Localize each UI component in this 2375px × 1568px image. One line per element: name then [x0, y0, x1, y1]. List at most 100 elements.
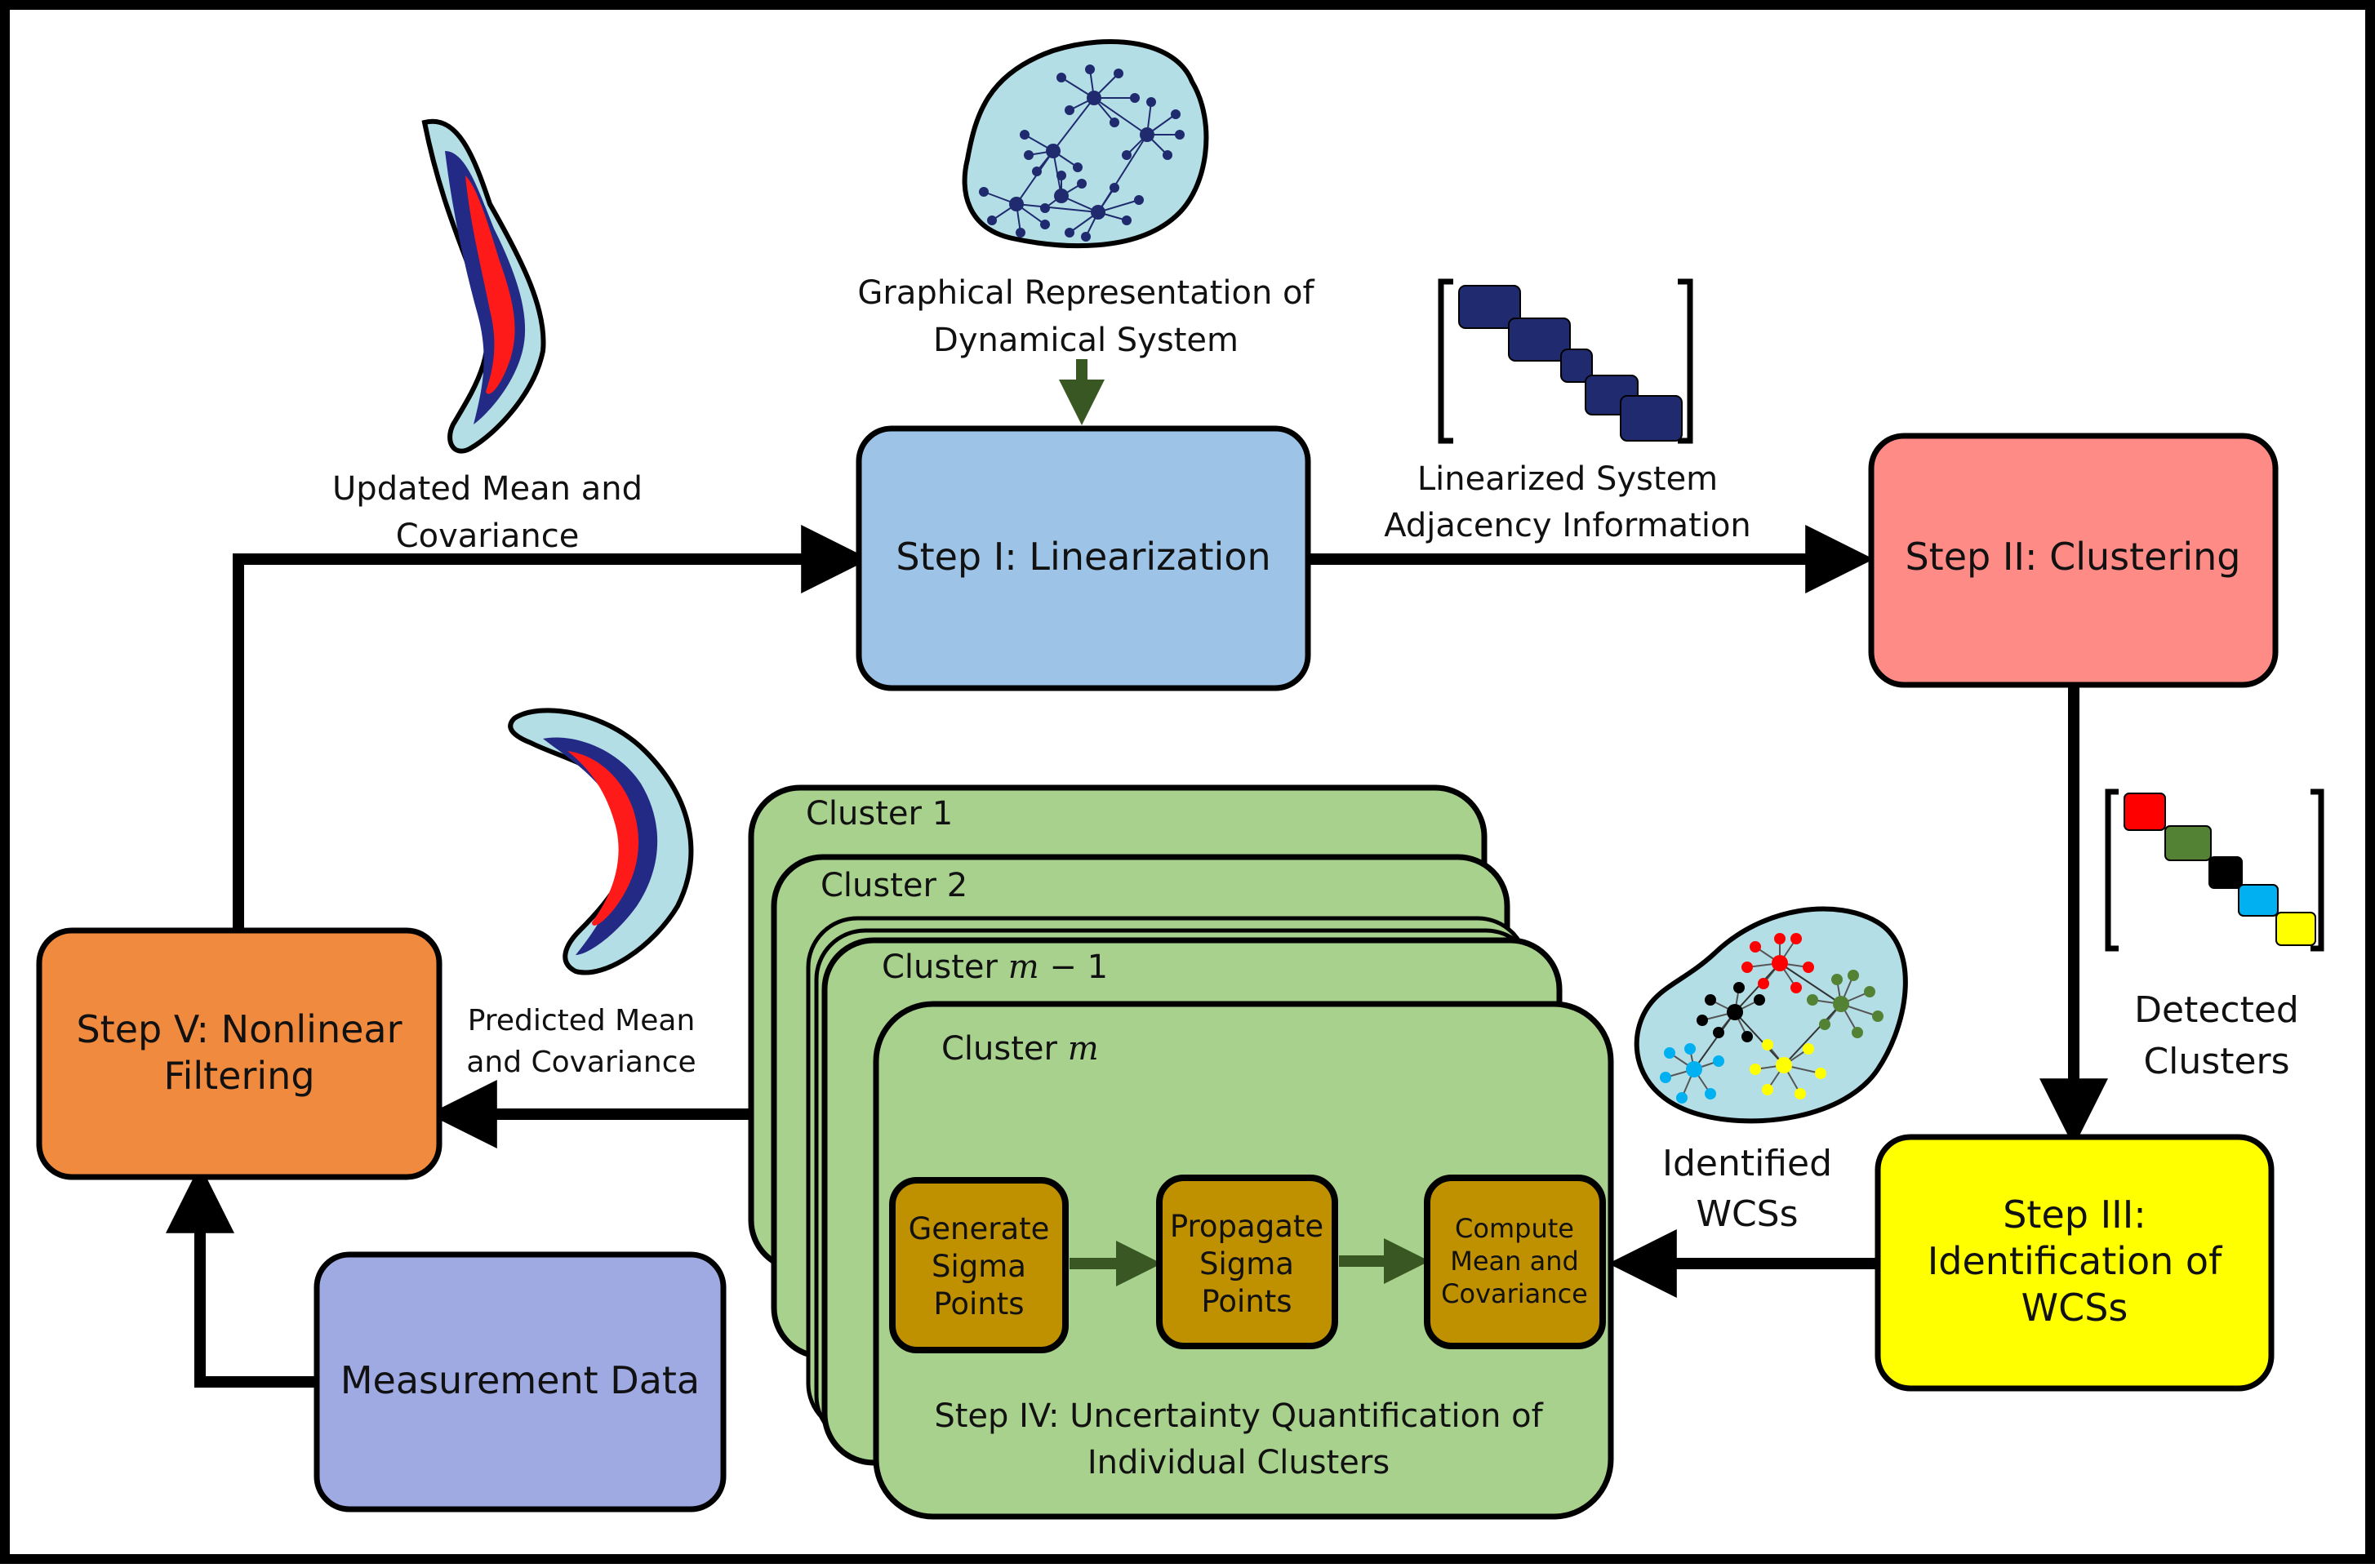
- graph-node: [1040, 203, 1050, 213]
- propagate-sigma-block[interactable]: Propagate Sigma Points: [1156, 1175, 1338, 1349]
- cluster-m-label: Cluster m: [941, 1030, 1099, 1068]
- cluster-node: [1750, 941, 1761, 953]
- identified-line2: WCSs: [1696, 1193, 1798, 1235]
- cluster-node: [1697, 1015, 1708, 1026]
- cluster-node: [1762, 1084, 1773, 1095]
- graph-node: [1077, 179, 1087, 189]
- graph-node: [1122, 150, 1132, 160]
- cluster-node: [1741, 962, 1753, 973]
- cluster-stack: Cluster 1 Cluster 2 Cluster m − 1 Cluste…: [748, 784, 1614, 1520]
- predicted-line1: Predicted Mean: [468, 1004, 696, 1037]
- cluster-node: [1864, 986, 1875, 997]
- measurement-data-box[interactable]: Measurement Data: [314, 1251, 727, 1512]
- graph-node: [1146, 97, 1156, 107]
- cluster-node: [1872, 1011, 1884, 1022]
- identified-line1: Identified: [1662, 1143, 1832, 1184]
- matrix-blocks: [1458, 285, 1683, 442]
- graph-hub-node: [1046, 144, 1061, 158]
- cluster-node: [1774, 933, 1786, 944]
- measurement-label: Measurement Data: [340, 1358, 700, 1402]
- graph-node: [1065, 228, 1074, 238]
- step2-label: Step II: Clustering: [1905, 535, 2240, 579]
- label-identified-wcss: Identified WCSs: [1662, 1143, 1832, 1235]
- cluster-block: [2238, 884, 2279, 917]
- cluster-node: [1790, 933, 1802, 944]
- cluster-hub-node: [1686, 1061, 1702, 1077]
- cluster-m-prefix: Cluster: [941, 1030, 1058, 1068]
- cluster-node: [1831, 974, 1843, 985]
- graph-node: [1040, 220, 1050, 229]
- compute-line2: Mean and: [1450, 1246, 1579, 1277]
- graph-hub-node: [1054, 189, 1069, 203]
- cluster-edge: [1734, 1011, 1785, 1066]
- graph-node: [1081, 232, 1091, 242]
- step3-line1: Step III:: [2003, 1193, 2146, 1237]
- step2-box[interactable]: Step II: Clustering: [1868, 433, 2279, 688]
- graph-edge: [1052, 97, 1095, 152]
- graph-edge: [1052, 150, 1062, 197]
- cluster-node: [1676, 1092, 1688, 1104]
- cluster-node: [1803, 962, 1814, 973]
- cluster-node: [1848, 970, 1859, 981]
- matrix-block: [1508, 318, 1571, 362]
- graph-node: [1171, 109, 1181, 119]
- detected-line1: Detected: [2134, 989, 2299, 1031]
- cluster-blocks: [2124, 793, 2316, 946]
- step3-box[interactable]: Step III: Identification of WCSs: [1875, 1134, 2275, 1392]
- graph-node: [1016, 228, 1025, 238]
- graph-edge: [1097, 134, 1148, 213]
- matrix-block: [1458, 285, 1521, 329]
- graph-hub-node: [1091, 205, 1105, 220]
- linearized-line2: Adjacency Information: [1384, 507, 1751, 544]
- cluster-node: [1807, 994, 1818, 1006]
- predicted-line2: and Covariance: [466, 1046, 696, 1079]
- graph-node: [1175, 130, 1185, 140]
- cluster-edge: [1783, 1003, 1842, 1066]
- cluster-block: [2124, 793, 2166, 831]
- cluster-node: [1819, 1019, 1830, 1030]
- step5-line1: Step V: Nonlinear: [76, 1007, 402, 1051]
- cluster-1-label: Cluster 1: [806, 795, 953, 833]
- compute-line3: Covariance: [1441, 1278, 1588, 1309]
- cluster-node: [1758, 978, 1769, 989]
- matrix-block: [1560, 349, 1593, 383]
- step4-caption: Step IV: Uncertainty Quantification of I…: [934, 1397, 1543, 1481]
- step4-line2: Individual Clusters: [1087, 1444, 1390, 1481]
- label-linearized: Linearized System Adjacency Information: [1384, 460, 1751, 544]
- cluster-2-label: Cluster 2: [821, 867, 967, 904]
- cluster-m-minus-1-label: Cluster m − 1: [882, 948, 1108, 986]
- generate-line2: Sigma: [932, 1249, 1026, 1284]
- step5-box[interactable]: Step V: Nonlinear Filtering: [36, 927, 443, 1180]
- compute-mean-block[interactable]: Compute Mean and Covariance: [1424, 1175, 1606, 1349]
- density-predicted-icon: [508, 708, 694, 975]
- cluster-m1-var: m: [1008, 948, 1039, 986]
- cluster-node: [1713, 1055, 1724, 1067]
- cluster-node: [1705, 994, 1716, 1006]
- graph-node: [1114, 69, 1123, 78]
- generate-line1: Generate: [909, 1211, 1050, 1246]
- arrow-measurement-to-step5: [166, 1164, 314, 1388]
- step1-box[interactable]: Step I: Linearization: [856, 425, 1311, 691]
- cluster-node: [1803, 1043, 1814, 1055]
- cluster-node: [1664, 1047, 1675, 1059]
- graph-node: [1130, 93, 1140, 103]
- graph-node: [1085, 64, 1095, 74]
- cluster-node: [1684, 1043, 1696, 1055]
- cluster-edge: [1693, 1011, 1736, 1070]
- cluster-hub-node: [1776, 1057, 1792, 1073]
- cluster-node: [1705, 1088, 1716, 1099]
- graph-node: [1065, 105, 1074, 115]
- propagate-line3: Points: [1201, 1284, 1292, 1319]
- graph-node: [1122, 215, 1132, 225]
- generate-sigma-block[interactable]: Generate Sigma Points: [889, 1177, 1069, 1353]
- cluster-hub-node: [1833, 996, 1849, 1012]
- step5-line2: Filtering: [163, 1054, 314, 1098]
- graph-hub-node: [1009, 197, 1024, 211]
- cluster-node: [1762, 1039, 1773, 1051]
- linearized-line1: Linearized System: [1417, 460, 1718, 498]
- cluster-node: [1713, 1027, 1724, 1038]
- detected-line2: Clusters: [2143, 1041, 2289, 1082]
- graph-node: [1032, 167, 1042, 176]
